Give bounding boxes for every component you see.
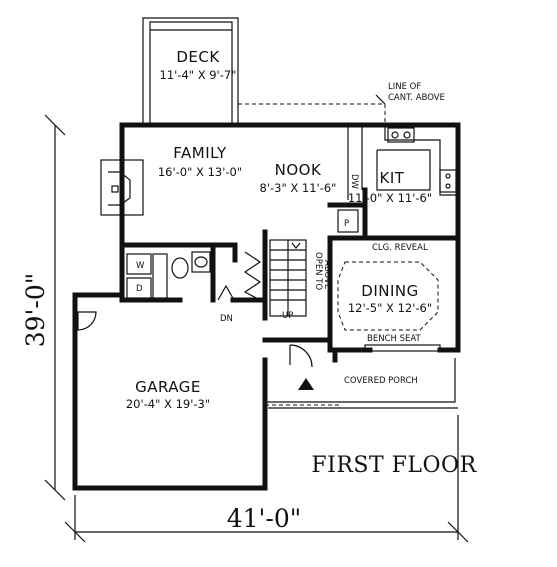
washer-note: W	[136, 261, 145, 271]
family-size: 16'-0" X 13'-0"	[158, 165, 242, 179]
dishwasher-note: DW	[349, 174, 359, 190]
entry-arrow	[298, 378, 314, 390]
dining-size: 12'-5" X 12'-6"	[348, 301, 432, 315]
plan-title: FIRST FLOOR	[311, 453, 477, 478]
kit-size: 11'-0" X 11'-6"	[348, 191, 432, 205]
cant-note-line2: CANT. ABOVE	[388, 93, 445, 103]
overall-width: 41'-0"	[227, 504, 302, 533]
bench-seat	[364, 344, 441, 352]
covered-porch	[265, 358, 458, 409]
pantry-note: P	[344, 219, 349, 229]
deck-label: DECK	[176, 48, 220, 66]
stairs	[269, 239, 307, 317]
pantry	[337, 209, 359, 233]
garage-walls	[72, 292, 268, 491]
open-to-note-line2: ABOVE	[322, 260, 332, 289]
exterior-walls	[119, 122, 461, 353]
kitchen-counters	[347, 127, 458, 200]
garage-size: 20'-4" X 19'-3"	[126, 397, 210, 411]
closet-door	[243, 251, 262, 301]
garage-label: GARAGE	[135, 378, 201, 396]
cant-note-line1: LINE OF	[388, 82, 421, 92]
dining-label: DINING	[361, 282, 418, 300]
nook-label: NOOK	[275, 161, 322, 179]
fireplace	[100, 159, 144, 216]
deck-size: 11'-4" X 9'-7"	[160, 68, 237, 82]
open-to-note-line1: OPEN TO	[313, 252, 323, 290]
covered-porch-note: COVERED PORCH	[344, 376, 418, 386]
cantilever-line	[238, 103, 386, 125]
clg-reveal-note: CLG. REVEAL	[372, 243, 428, 253]
kit-label: KIT	[380, 169, 405, 187]
laundry-area	[126, 251, 211, 299]
bench-seat-note: BENCH SEAT	[367, 334, 422, 344]
family-label: FAMILY	[173, 144, 227, 162]
dryer-note: D	[136, 284, 143, 294]
closet-door-2	[217, 284, 235, 301]
ceiling-reveal	[337, 261, 439, 331]
cantilever-leader	[375, 94, 386, 105]
deck	[142, 17, 239, 125]
stair-up-note: UP	[282, 311, 293, 321]
down-note: DN	[220, 314, 233, 324]
interior-walls	[119, 187, 461, 403]
entry-door	[289, 344, 314, 390]
nook-size: 8'-3" X 11'-6"	[260, 181, 337, 195]
dimension-lines	[44, 114, 469, 543]
overall-depth: 39'-0"	[21, 273, 50, 348]
